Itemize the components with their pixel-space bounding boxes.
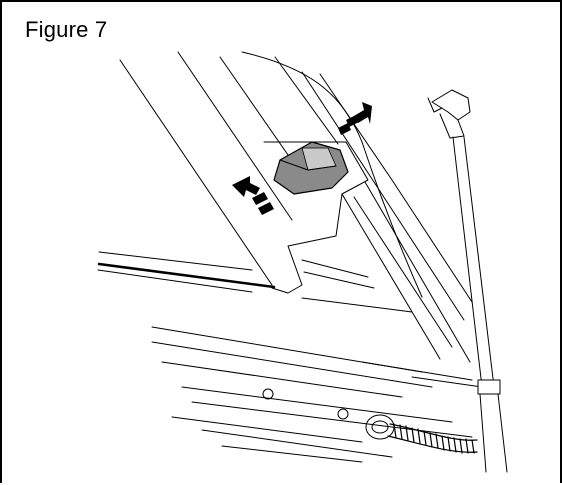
cable	[387, 423, 478, 454]
cowl-edge	[97, 262, 276, 289]
body-hole	[262, 388, 274, 400]
body-hole	[337, 408, 349, 420]
body-lines	[151, 259, 483, 463]
hood-panel	[119, 51, 339, 286]
double-arrow-icon	[338, 102, 372, 135]
panel-lines	[301, 71, 473, 363]
hood-support-rod	[427, 89, 508, 473]
clip	[273, 141, 349, 195]
hood-edge	[241, 51, 423, 298]
bracket-outline	[263, 141, 369, 294]
double-arrow-icon	[232, 176, 274, 215]
figure-caption: Figure 7	[25, 17, 108, 42]
